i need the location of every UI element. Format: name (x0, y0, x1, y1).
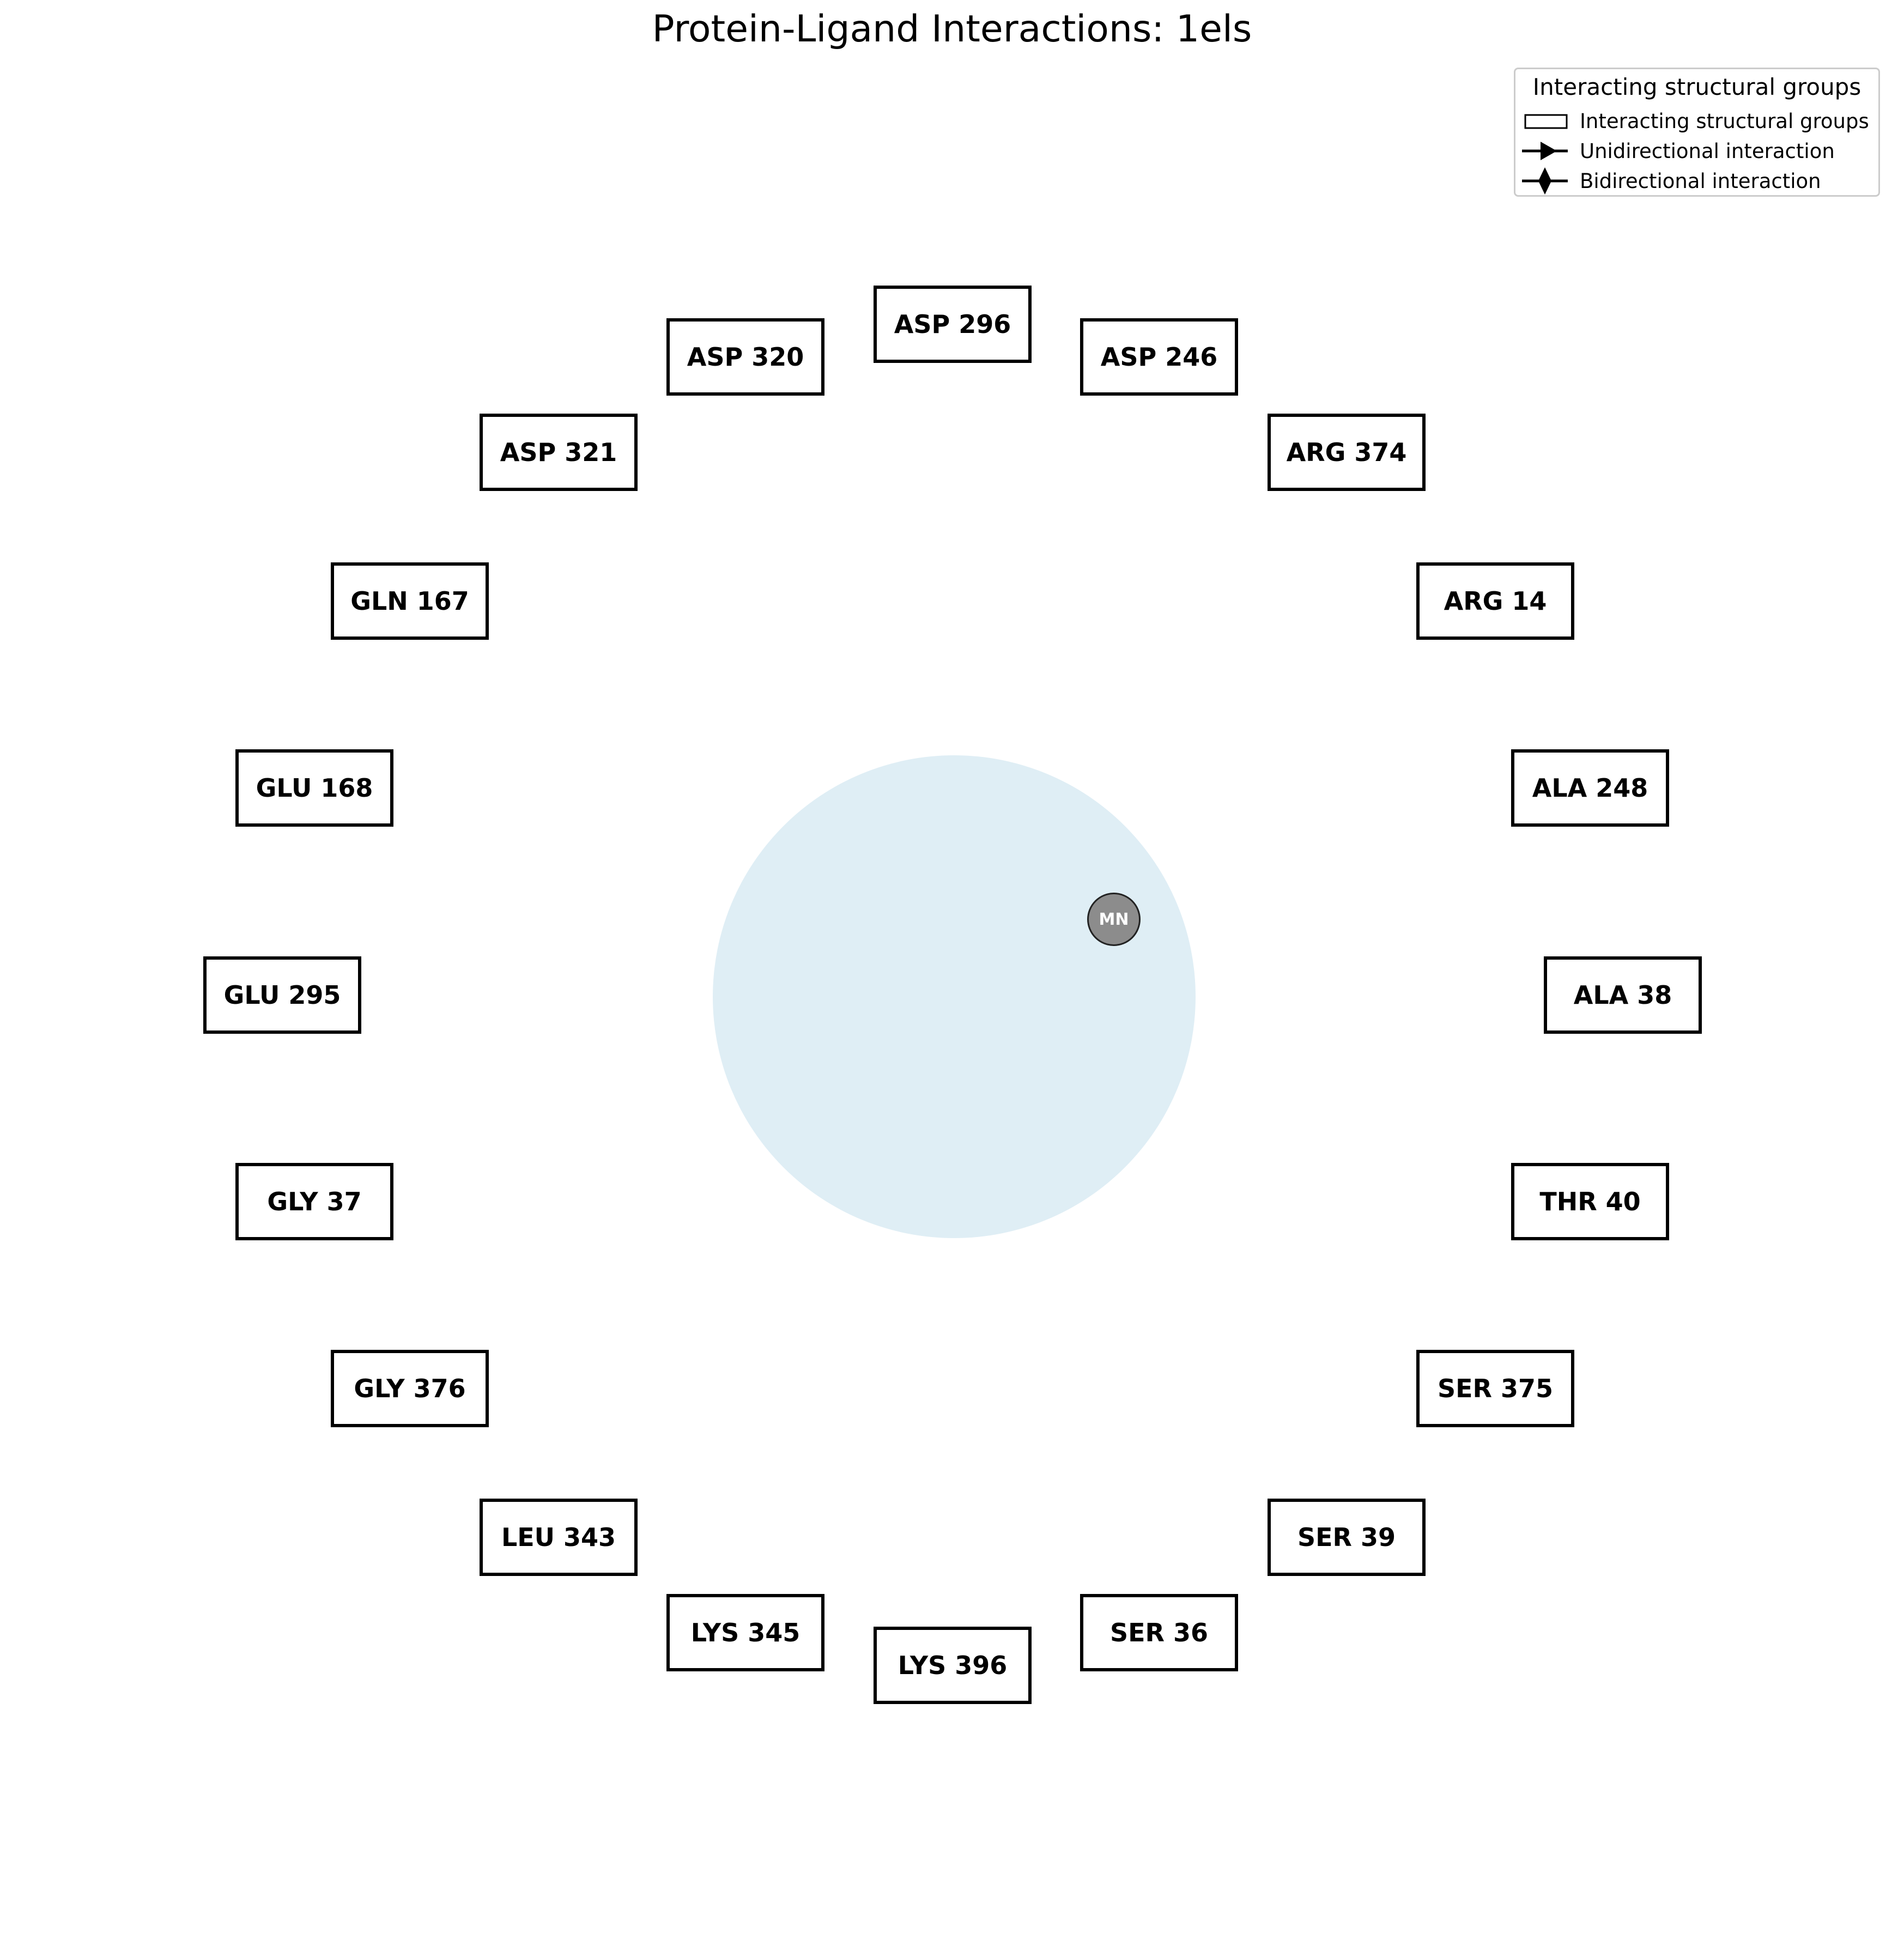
legend-item-unidirectional: Unidirectional interaction (1515, 137, 1878, 165)
arrow-icon (1522, 142, 1568, 160)
residue-arg-14: ARG 14 (1416, 562, 1574, 640)
ligand-area (713, 755, 1196, 1238)
residue-asp-246: ASP 246 (1080, 318, 1238, 396)
residue-gly-376: GLY 376 (331, 1350, 489, 1427)
residue-asp-320: ASP 320 (666, 318, 824, 396)
legend-label: Interacting structural groups (1580, 110, 1869, 133)
residue-asp-296: ASP 296 (874, 286, 1032, 363)
diagram-title: Protein-Ligand Interactions: 1els (652, 8, 1252, 51)
legend-item-structural-groups: Interacting structural groups (1515, 107, 1878, 135)
residue-asp-321: ASP 321 (480, 414, 638, 491)
residue-lys-345: LYS 345 (666, 1594, 824, 1671)
legend-label: Unidirectional interaction (1580, 140, 1835, 163)
residue-ala-248: ALA 248 (1511, 749, 1669, 827)
legend-item-bidirectional: Bidirectional interaction (1515, 167, 1878, 195)
residue-gln-167: GLN 167 (331, 562, 489, 640)
residue-leu-343: LEU 343 (480, 1499, 638, 1576)
residue-glu-168: GLU 168 (235, 749, 393, 827)
residue-thr-40: THR 40 (1511, 1163, 1669, 1240)
rectangle-icon (1524, 114, 1568, 129)
residue-ser-39: SER 39 (1268, 1499, 1426, 1576)
legend-label: Bidirectional interaction (1580, 169, 1821, 193)
legend: Interacting structural groups Interactin… (1514, 68, 1880, 197)
legend-title: Interacting structural groups (1532, 74, 1861, 100)
residue-ala-38: ALA 38 (1544, 956, 1702, 1034)
mn-atom: MN (1087, 893, 1141, 946)
residue-lys-396: LYS 396 (874, 1627, 1032, 1704)
residue-glu-295: GLU 295 (203, 956, 361, 1034)
residue-ser-375: SER 375 (1416, 1350, 1574, 1427)
residue-arg-374: ARG 374 (1268, 414, 1426, 491)
residue-gly-37: GLY 37 (235, 1163, 393, 1240)
diamond-icon (1522, 167, 1568, 195)
residue-ser-36: SER 36 (1080, 1594, 1238, 1671)
